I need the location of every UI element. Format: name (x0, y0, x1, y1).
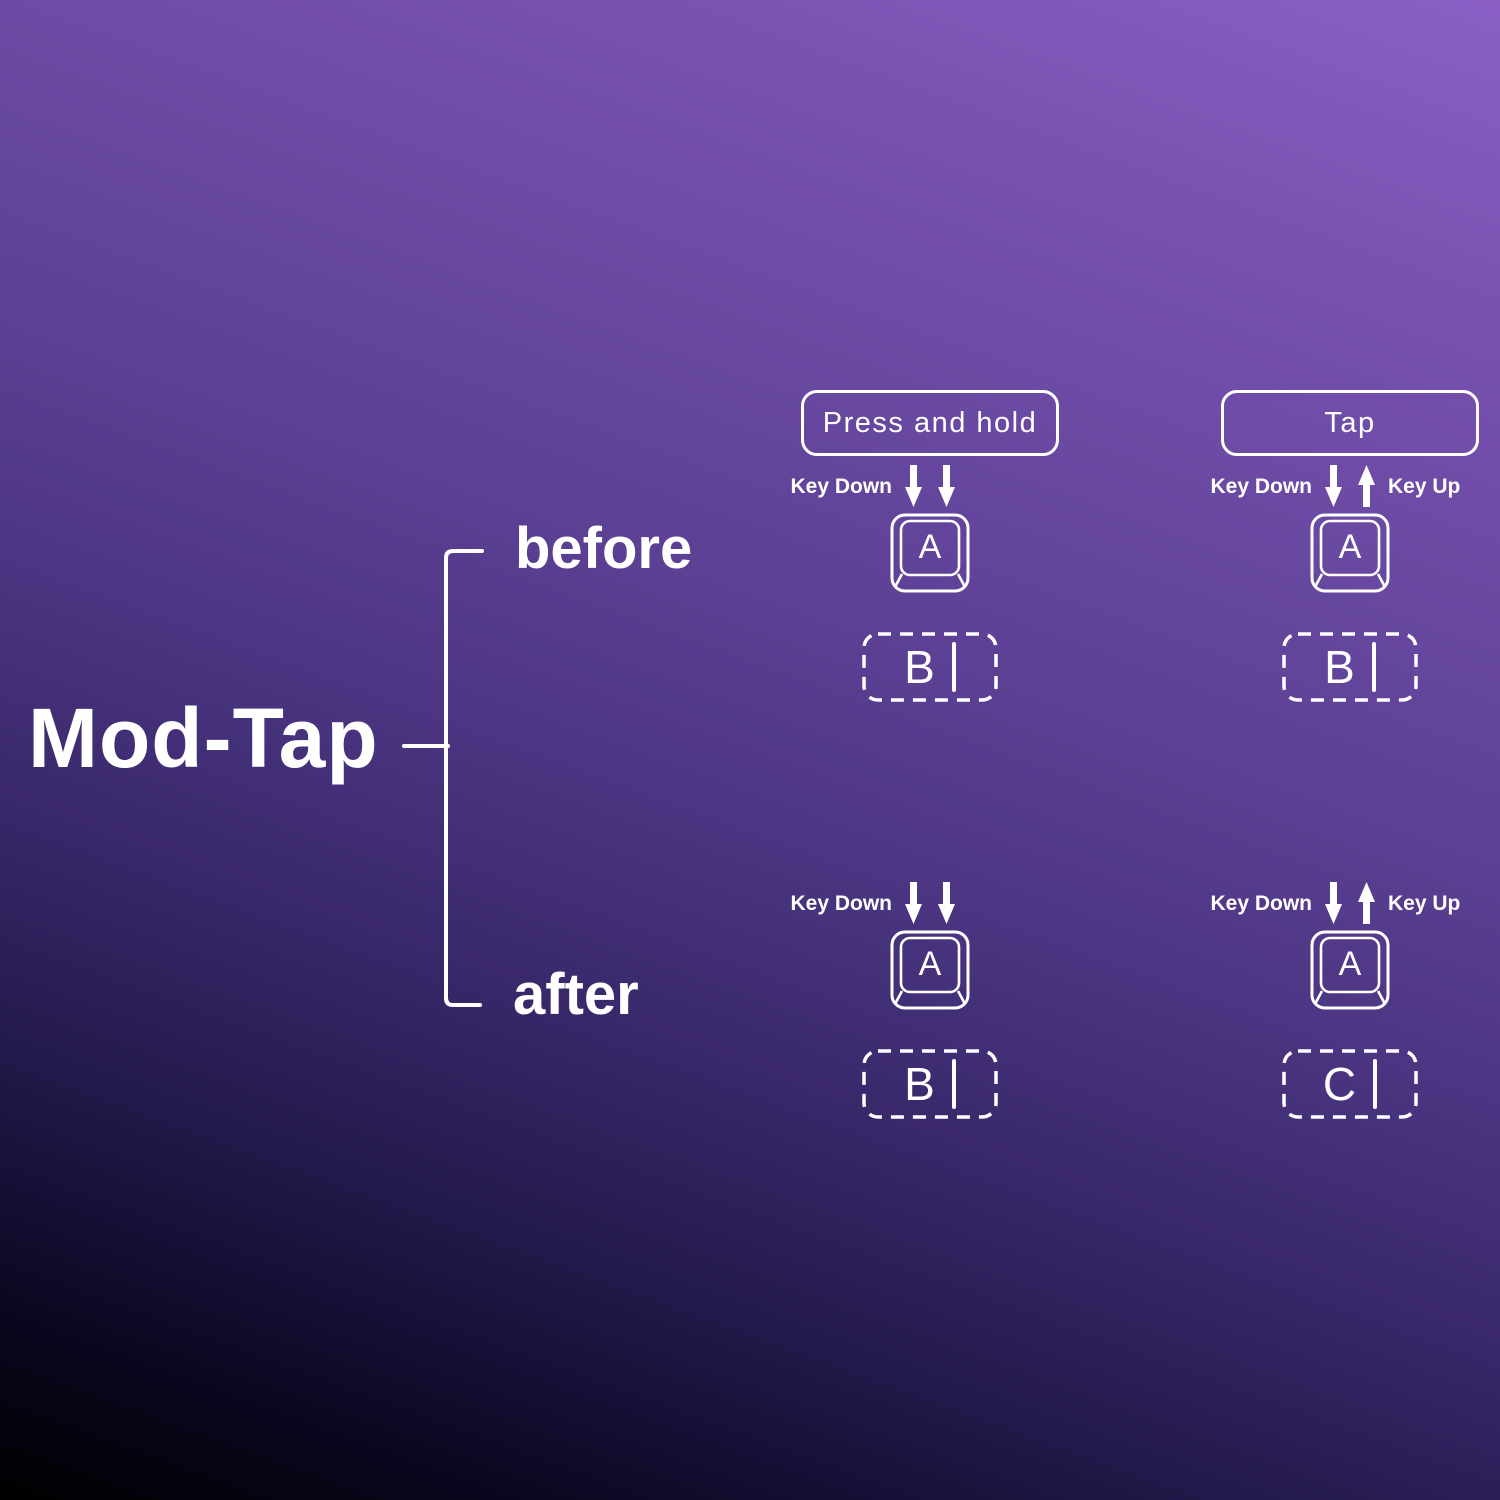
down-arrow-icon (1325, 465, 1342, 507)
key-down-label: Key Down (1210, 892, 1312, 915)
output-letter: C (1322, 1058, 1357, 1110)
text-cursor (951, 642, 956, 692)
dashed-box-outline (862, 632, 998, 702)
keycap-letter: A (918, 528, 942, 566)
output-box: B (1282, 632, 1418, 702)
text-cursor (1371, 642, 1376, 692)
output-letter: B (904, 1058, 935, 1110)
keycap-a: A (1310, 513, 1390, 593)
output-box: B (862, 632, 998, 702)
key-up-label: Key Up (1388, 892, 1461, 915)
output-box: C (1282, 1049, 1418, 1119)
scenario-hold-before: Press and hold Key Down A B (710, 390, 1150, 722)
page-title: Mod-Tap (28, 691, 379, 785)
output-letter: B (1324, 641, 1355, 693)
up-arrow-icon (1358, 465, 1375, 507)
keycap-icon (1310, 930, 1390, 1010)
keycap-letter: A (1338, 945, 1362, 983)
key-event-row: Key Down (710, 882, 1150, 926)
key-up-label: Key Up (1388, 475, 1461, 498)
down-arrow-icon (905, 882, 922, 924)
down-arrow-icon (938, 882, 955, 924)
key-event-row: Key Down Key Up (1130, 465, 1500, 509)
keycap-icon (890, 513, 970, 593)
key-event-row: Key Down (710, 465, 1150, 509)
keycap-a: A (1310, 930, 1390, 1010)
tap-badge: Tap (1221, 390, 1479, 456)
down-arrow-icon (938, 465, 955, 507)
title-connector-line (402, 744, 450, 748)
dashed-box-outline (1282, 1049, 1418, 1119)
keycap-icon (890, 930, 970, 1010)
branch-label-before: before (515, 516, 693, 581)
down-arrow-icon (905, 465, 922, 507)
dashed-box-outline (862, 1049, 998, 1119)
key-down-label: Key Down (1210, 475, 1312, 498)
keycap-a: A (890, 513, 970, 593)
text-cursor (951, 1059, 956, 1109)
keycap-letter: A (1338, 528, 1362, 566)
before-after-bracket (444, 549, 484, 1014)
scenario-tap-after: Key Down Key Up A C (1130, 807, 1500, 1139)
key-down-label: Key Down (790, 892, 892, 915)
branch-label-after: after (513, 962, 639, 1027)
keycap-icon (1310, 513, 1390, 593)
key-event-row: Key Down Key Up (1130, 882, 1500, 926)
dashed-box-outline (1282, 632, 1418, 702)
keycap-a: A (890, 930, 970, 1010)
scenario-hold-after: Key Down A B (710, 807, 1150, 1139)
scenario-tap-before: Tap Key Down Key Up A B (1130, 390, 1500, 722)
output-letter: B (904, 641, 935, 693)
keycap-letter: A (918, 945, 942, 983)
press-and-hold-badge: Press and hold (801, 390, 1059, 456)
down-arrow-icon (1325, 882, 1342, 924)
key-down-label: Key Down (790, 475, 892, 498)
output-box: B (862, 1049, 998, 1119)
text-cursor (1373, 1059, 1378, 1109)
up-arrow-icon (1358, 882, 1375, 924)
